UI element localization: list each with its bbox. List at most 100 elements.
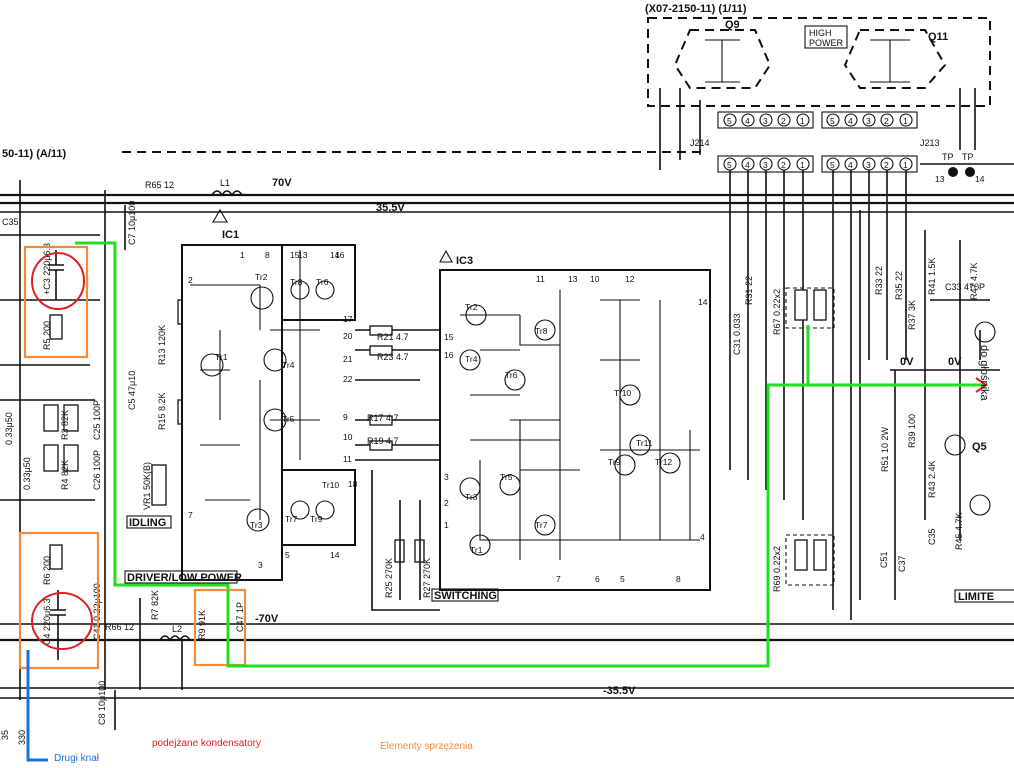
svg-text:Tr10: Tr10 xyxy=(614,388,631,398)
idling-label: IDLING xyxy=(129,517,166,529)
output-board-wires xyxy=(659,88,1014,170)
q5-label: Q5 xyxy=(972,441,987,453)
coupling-box-mid xyxy=(193,588,247,667)
svg-text:9: 9 xyxy=(343,412,348,422)
speaker-arrow-icon xyxy=(975,377,988,393)
q9-label: Q9 xyxy=(725,19,740,31)
part-r4: R4 82K xyxy=(60,460,70,490)
left-wires xyxy=(0,234,100,501)
switching-label: SWITCHING xyxy=(434,590,497,602)
part-l1: L1 xyxy=(220,178,230,188)
svg-text:7: 7 xyxy=(556,574,561,584)
svg-text:1: 1 xyxy=(800,116,805,126)
part-r23: R23 4.7 xyxy=(377,352,409,362)
svg-text:Tr1: Tr1 xyxy=(470,545,483,555)
svg-text:Tr9: Tr9 xyxy=(310,514,323,524)
part-r51: R51 10 2W xyxy=(880,426,890,472)
ic1-internal-wiring xyxy=(190,250,335,532)
svg-text:5: 5 xyxy=(620,574,625,584)
board-code-right: (X07-2150-11) (1/11) xyxy=(645,3,747,15)
ic3-body xyxy=(439,269,711,591)
feedback-path xyxy=(75,241,985,668)
suspect-caps-annotation: podejżane kondensatory xyxy=(152,738,261,749)
ic3-label: IC3 xyxy=(456,255,473,267)
trimmer-vr1 xyxy=(151,464,167,506)
rail-label-minus35v: -35.5V xyxy=(603,685,636,697)
suspect-cap-c3-circle xyxy=(31,252,85,310)
part-r7: R7 82K xyxy=(150,590,160,620)
svg-text:10: 10 xyxy=(590,274,600,284)
resistor-r67b xyxy=(813,289,827,321)
svg-text:14: 14 xyxy=(330,250,340,260)
svg-text:Tr4: Tr4 xyxy=(465,354,478,364)
warning-triangle-icon-2 xyxy=(439,249,453,263)
ic1-transistor-labels: Tr1 Tr2 Tr3 Tr4 Tr5 Tr6 Tr7 Tr8 Tr9 Tr10 xyxy=(215,272,339,530)
part-r43: R43 2.4K xyxy=(927,460,937,498)
part-r19: R19 4.7 xyxy=(367,436,399,446)
resistor-r17 xyxy=(369,415,393,426)
idling-box xyxy=(126,515,172,529)
svg-text:1: 1 xyxy=(240,250,245,260)
part-r67: R67 0.22x2 xyxy=(772,289,782,335)
limiter-label: LIMITE xyxy=(958,591,994,603)
ic1-body xyxy=(181,244,283,581)
part-c51: C51 xyxy=(879,551,889,568)
resistor-r67a xyxy=(794,289,808,321)
right-transistor-c xyxy=(969,494,991,516)
part-r39: R39 100 xyxy=(907,414,917,448)
resistor-r23 xyxy=(369,345,393,356)
part-c7: C7 10μ100 xyxy=(127,201,137,245)
part-cap-a: 0.33μ50 xyxy=(4,412,14,445)
part-c31: C31 0.033 xyxy=(732,313,742,355)
second-channel-annotation: Drugi knał xyxy=(54,753,100,764)
r69-frame xyxy=(785,534,835,586)
connector-feed-wires xyxy=(729,170,907,620)
svg-text:3: 3 xyxy=(763,116,768,126)
part-c5: C5 47μ10 xyxy=(127,371,137,410)
part-r45: R45 4.7K xyxy=(954,512,964,550)
svg-text:15: 15 xyxy=(444,332,454,342)
r67-frame xyxy=(785,287,835,329)
q11-label: Q11 xyxy=(928,31,948,43)
svg-text:20: 20 xyxy=(343,331,353,341)
svg-text:5: 5 xyxy=(727,160,732,170)
right-transistor-a xyxy=(974,321,996,343)
part-r17: R17 4.7 xyxy=(367,413,399,423)
svg-text:1: 1 xyxy=(903,160,908,170)
part-r35: R35 22 xyxy=(894,271,904,300)
svg-text:18: 18 xyxy=(348,479,358,489)
part-r6: R6 200 xyxy=(42,556,52,585)
part-c35-right: C35 xyxy=(927,528,937,545)
svg-text:2: 2 xyxy=(884,160,889,170)
high-power-box xyxy=(804,25,848,49)
part-c26: C26 100P xyxy=(92,450,102,490)
resistor-r19 xyxy=(369,440,393,451)
part-c3: +C3 220μ6.3 xyxy=(42,243,52,295)
svg-text:8: 8 xyxy=(265,250,270,260)
test-point-14 xyxy=(965,167,975,177)
part-r15: R15 8.2K xyxy=(157,392,167,430)
part-35: 35 xyxy=(0,730,10,740)
svg-text:5: 5 xyxy=(830,116,835,126)
coupling-box-lower xyxy=(18,531,100,670)
svg-text:Tr7: Tr7 xyxy=(535,520,548,530)
svg-text:1: 1 xyxy=(903,116,908,126)
svg-text:Tr1: Tr1 xyxy=(215,352,228,362)
tp-label-2: TP xyxy=(962,152,974,162)
driver-label: DRIVER/LOW POWER xyxy=(127,572,242,584)
svg-text:8: 8 xyxy=(676,574,681,584)
svg-text:16: 16 xyxy=(335,250,345,260)
svg-text:4: 4 xyxy=(848,116,853,126)
inductor-l2 xyxy=(159,635,191,642)
test-point-13 xyxy=(948,167,958,177)
svg-text:5: 5 xyxy=(285,550,290,560)
svg-text:16: 16 xyxy=(444,350,454,360)
ic1-ic3-wires xyxy=(355,329,440,461)
svg-text:5: 5 xyxy=(830,160,835,170)
svg-text:3: 3 xyxy=(444,472,449,482)
part-330: 330 xyxy=(17,730,27,745)
part-vr1: VR1 50K(B) xyxy=(142,462,152,510)
svg-text:11: 11 xyxy=(343,454,352,464)
svg-text:Tr5: Tr5 xyxy=(500,472,513,482)
